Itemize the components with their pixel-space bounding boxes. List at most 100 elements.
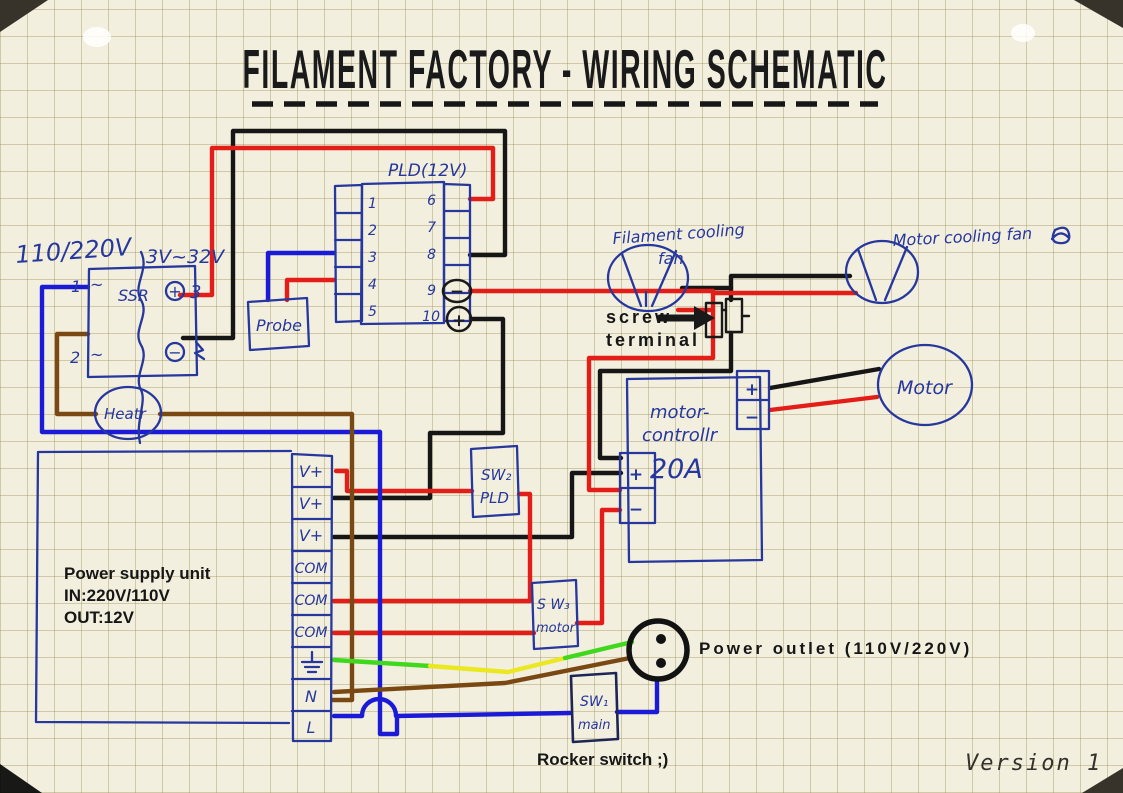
ssr-minus-terminal [164,341,186,363]
controller-right-terminals [735,369,771,431]
pld-pin-label: 10 [422,309,440,325]
wire-sw2-to-vplus1-red [333,468,475,494]
wire-vplus3-to-controller-black [331,470,624,540]
pld-pin-label: 7 [427,220,436,236]
wire-screwterminal-to-controller-red [586,288,716,493]
ssr-plus-terminal [164,280,186,302]
input-voltage-label: 110/220V [14,233,133,269]
motor-fan-blades [856,245,909,302]
paper-glare [1011,24,1035,42]
wire-L-to-sw1-blue [331,696,573,719]
ssr-pin2-label: 2 [70,348,80,367]
outlet-pin-hole [656,634,666,644]
paper-corner [0,0,48,32]
terminal-label: COM [295,561,328,577]
pld-left-terminals [333,183,364,324]
wire-controller-to-sw3-red [574,507,623,626]
wire-controller-to-motor-black [767,366,882,391]
screw-terminal-arrow-head [694,306,715,330]
ssr-pin2-ac: ~ [90,345,103,364]
paper-corner [0,764,42,793]
wire-heater-to-N-brown [157,411,355,703]
terminal-label: V+ [299,526,323,545]
filament-fan-blades [620,249,678,308]
probe-box [246,296,311,352]
wire-earth-green-1 [331,657,433,669]
heater-ellipse [93,385,163,441]
wire-ssr1-blue [39,284,383,435]
pld-pin-label: 9 [427,283,436,299]
terminal-label-N: N [305,687,317,706]
power-outlet-label: Power outlet (110V/220V) [699,639,972,658]
psu-title: Power supply unit [64,564,211,583]
controller-left-minus: − [629,500,643,520]
rocker-switch-label: Rocker switch ;) [537,750,668,769]
motor-controller-box [625,375,764,564]
motor-ellipse [876,343,974,427]
wire-blue-vertical-hop [377,429,400,737]
filament-fan-label-line2: fan [658,249,684,268]
version-label: Version 1 [965,751,1102,776]
sw3-box [530,578,580,651]
wire-earth-yellow [427,655,568,675]
outlet-pin-hole [656,658,666,668]
wire-probe-to-pld3-blue [265,250,337,303]
page-title: FILAMENT FACTORY - WIRING SCHEMATIC [243,39,888,101]
psu-terminal-strip [290,452,334,743]
pld-pin-label: 6 [427,193,436,209]
psu-box [34,449,293,725]
fan-label-doodle [1050,226,1071,245]
wire-ssr2-to-heater-brown [54,331,99,417]
probe-label: Probe [256,316,302,335]
psu-input-spec: IN:220V/110V [64,586,171,605]
pld-pin-label: 5 [368,304,377,320]
controller-right-minus: − [745,408,759,428]
ssr-label: SSR [118,286,149,305]
controller-rating: 20A [650,454,703,485]
ssr-pin1-label: 1 [71,277,81,296]
wire-screwterminal-to-controller-black [597,330,734,461]
pld-plus-sign: + [452,311,466,331]
wire-controller-to-motor-red [767,394,880,413]
pld-pin-label: 1 [368,196,377,212]
pld-pin-label: 4 [368,277,377,293]
filament-fan-label-line1: Filament cooling [612,220,745,248]
wire-N-to-outlet-brown [331,655,633,695]
controller-right-plus: + [745,380,759,400]
controller-label-line1: motor- [650,402,710,423]
ground-symbol [300,650,324,674]
ssr-box [86,264,199,379]
sw3-target: motor [536,621,577,636]
paper-corner [1082,768,1123,793]
pld-plus-output [445,305,473,333]
sw2-name: SW₂ [481,466,511,484]
sw2-box [469,444,521,519]
terminal-label: V+ [299,462,323,481]
pld-label: PLD(12V) [388,161,467,181]
wire-earth-green-2 [562,639,635,661]
pld-minus-sign: − [450,282,464,302]
wire-pld10-to-vplus2-black [331,316,506,501]
wire-motor-fan-black [728,273,853,303]
wire-ssr-plus-to-pld6-red [177,145,496,298]
paper-corner [1074,0,1123,28]
controller-left-terminals [618,451,657,525]
terminal-label-L: L [307,718,316,737]
terminal-label: COM [295,593,328,609]
filament-fan-circle [606,243,690,313]
control-voltage-label: 3V~32V [146,246,226,268]
motor-fan-circle [844,239,920,305]
motor-label: Motor [897,377,953,399]
ssr-pin3-label: 3 [190,282,201,303]
screw-terminal-label-line1: screw- [606,307,681,327]
wire-ssr-minus-to-pld8-black [180,128,508,341]
sw2-target: PLD [480,489,509,507]
pld-pin-label: 3 [368,250,377,266]
wire-sw1-to-outlet-blue [614,677,660,715]
paper-glare [83,27,111,47]
ssr-minus-sign: − [168,343,181,362]
sw1-box [569,671,620,744]
heater-label: Heatr [104,405,147,423]
controller-left-plus: + [629,465,643,485]
